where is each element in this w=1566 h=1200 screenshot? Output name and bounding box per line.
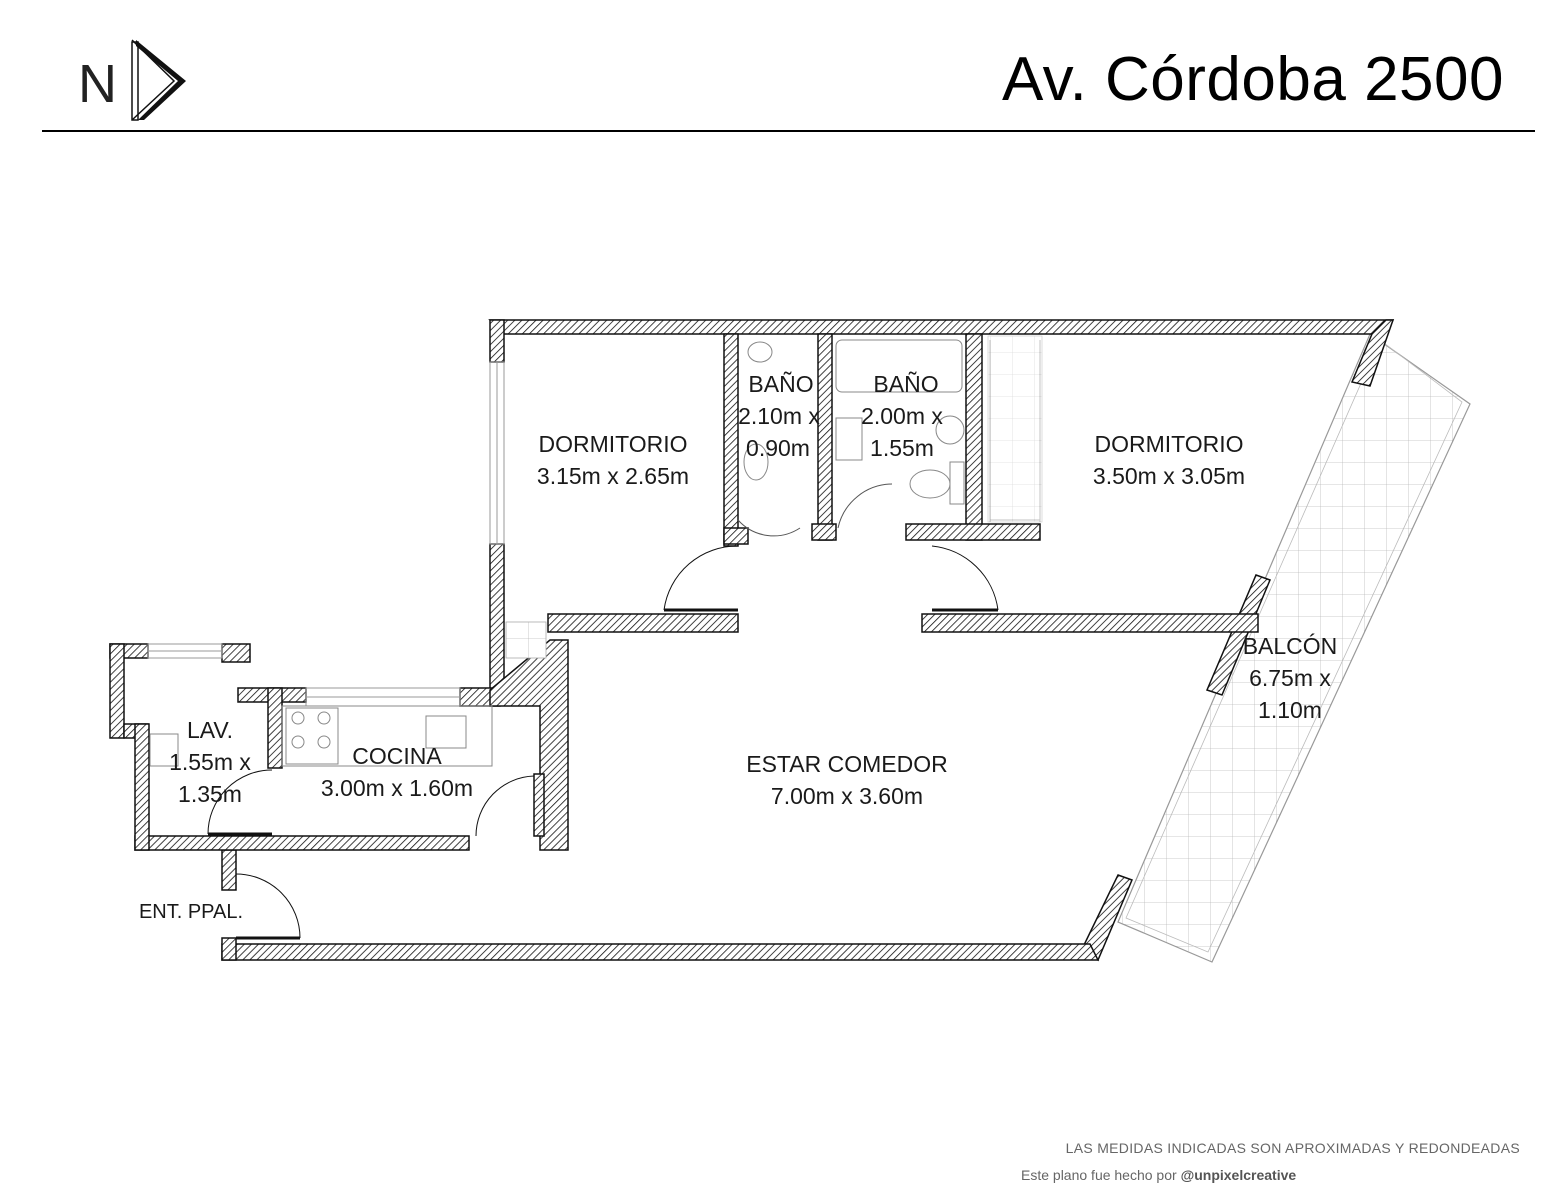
- dorm1-size: 3.15m x 2.65m: [537, 463, 689, 489]
- bano1-name: BAÑO: [748, 371, 813, 397]
- walls: [109, 319, 1395, 962]
- dorm2-name: DORMITORIO: [1094, 431, 1243, 457]
- brand-logo: N: [78, 38, 190, 124]
- page-title: Av. Córdoba 2500: [1001, 45, 1504, 114]
- bano1-size-line1: 2.10m x: [738, 403, 820, 429]
- balcon-size-line2: 1.10m: [1258, 697, 1322, 723]
- room-labels: DORMITORIO 3.15m x 2.65m BAÑO 2.10m x 0.…: [139, 371, 1337, 923]
- credit-line: Este plano fue hecho por @unpixelcreativ…: [1021, 1167, 1296, 1183]
- bano1-size-line2: 0.90m: [746, 435, 810, 461]
- entrance-label: ENT. PPAL.: [139, 901, 243, 923]
- cocina-size: 3.00m x 1.60m: [321, 775, 473, 801]
- bano2-size-line1: 2.00m x: [861, 403, 943, 429]
- lav-size-line2: 1.35m: [178, 781, 242, 807]
- dorm1-name: DORMITORIO: [538, 431, 687, 457]
- dorm2-size: 3.50m x 3.05m: [1093, 463, 1245, 489]
- header-divider: [42, 130, 1535, 132]
- cocina-name: COCINA: [352, 743, 442, 769]
- windows: [147, 361, 505, 707]
- lav-name: LAV.: [187, 717, 233, 743]
- credit-prefix: Este plano fue hecho por: [1021, 1167, 1181, 1183]
- logo-letter: N: [78, 54, 117, 114]
- disclaimer: LAS MEDIDAS INDICADAS SON APROXIMADAS Y …: [1065, 1140, 1520, 1156]
- kitchen-fixtures: [149, 705, 493, 767]
- balcon-size-line1: 6.75m x: [1249, 665, 1331, 691]
- balcon-name: BALCÓN: [1243, 633, 1338, 659]
- estar-name: ESTAR COMEDOR: [746, 751, 947, 777]
- lav-size-line1: 1.55m x: [169, 749, 251, 775]
- doors: [207, 483, 999, 940]
- bano2-size-line2: 1.55m: [870, 435, 934, 461]
- credit-handle[interactable]: @unpixelcreative: [1180, 1167, 1297, 1183]
- bano2-name: BAÑO: [873, 371, 938, 397]
- balcony: [1117, 333, 1471, 963]
- closet: [505, 335, 1043, 659]
- estar-size: 7.00m x 3.60m: [771, 783, 923, 809]
